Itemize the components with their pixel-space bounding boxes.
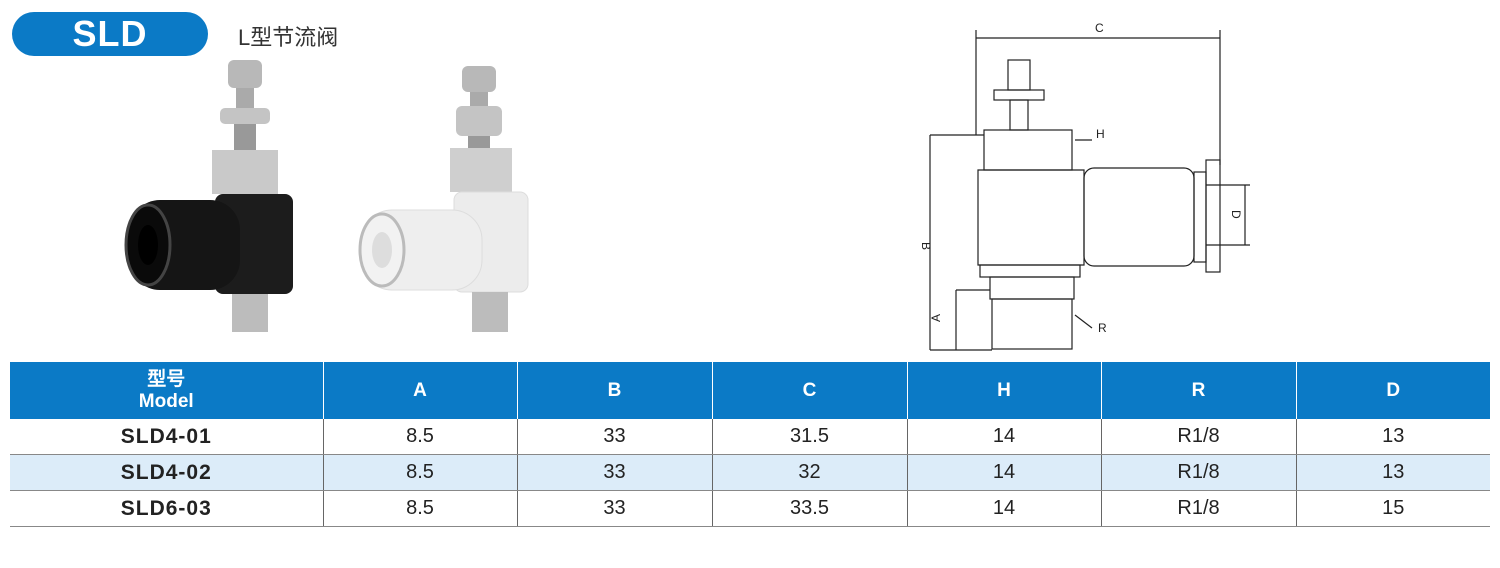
value-cell: 33 (516, 454, 712, 491)
white-valve-photo (358, 66, 529, 332)
value-cell: 8.5 (322, 419, 517, 455)
product-title: L型节流阀 (238, 25, 339, 50)
value-cell: 8.5 (322, 454, 517, 491)
model-cell: SLD4-01 (10, 419, 323, 455)
col-header: C (711, 362, 907, 419)
label-c: C (1095, 21, 1104, 35)
model-cell: SLD4-02 (10, 454, 323, 491)
value-cell: 14 (906, 490, 1101, 527)
value-cell: R1/8 (1100, 454, 1296, 491)
model-cell: SLD6-03 (10, 490, 323, 527)
label-b: B (919, 242, 933, 250)
value-cell: 31.5 (711, 419, 907, 455)
value-cell: 14 (906, 454, 1101, 491)
black-valve-photo (124, 60, 293, 332)
label-r: R (1098, 321, 1107, 335)
value-cell: 8.5 (322, 490, 517, 527)
value-cell: 15 (1295, 490, 1490, 527)
value-cell: 13 (1295, 419, 1490, 455)
value-cell: 14 (906, 419, 1101, 455)
value-cell: R1/8 (1100, 419, 1296, 455)
dimension-drawing: C H B D A R (919, 21, 1250, 351)
label-a: A (929, 314, 943, 322)
col-header: A (322, 362, 517, 419)
value-cell: 13 (1295, 454, 1490, 491)
label-d: D (1229, 210, 1243, 219)
series-badge: SLD (12, 12, 208, 56)
value-cell: 33 (516, 490, 712, 527)
value-cell: 32 (711, 454, 907, 491)
value-cell: R1/8 (1100, 490, 1296, 527)
label-h: H (1096, 127, 1105, 141)
value-cell: 33.5 (711, 490, 907, 527)
col-header: D (1295, 362, 1490, 419)
col-header: R (1100, 362, 1296, 419)
value-cell: 33 (516, 419, 712, 455)
col-header: B (516, 362, 712, 419)
col-header: H (906, 362, 1101, 419)
